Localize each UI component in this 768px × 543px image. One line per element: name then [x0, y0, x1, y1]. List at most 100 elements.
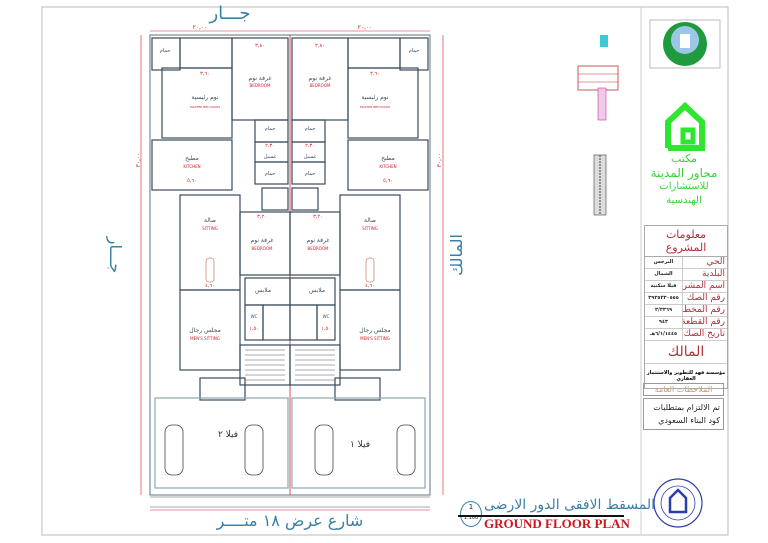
info-row: رقم المخطط ٣/٣٣٦٩ — [645, 305, 727, 317]
svg-text:مجلس رجال: مجلس رجال — [359, 327, 390, 334]
office-line-2: محاور المدينة — [650, 166, 718, 180]
info-label: الحي — [682, 257, 727, 268]
car-icon — [314, 424, 334, 476]
svg-text:SITTING: SITTING — [202, 226, 218, 231]
dim-right: ٣٠,٠٠ — [436, 153, 443, 168]
room-dimensions: ٣,٨٠ ٣,٨٠ ٣,٦٠ ٣,٦٠ ٥,٦٠ ٥,٦٠ ٢,٣٠ ٢,٣٠ … — [187, 43, 393, 332]
svg-text:BEDROOM: BEDROOM — [252, 246, 273, 251]
svg-text:حمام: حمام — [265, 171, 276, 177]
svg-text:BEDROOM: BEDROOM — [310, 83, 331, 88]
owner-name: مؤسسة فهد للتطوير والاستثمار العقاري — [646, 370, 726, 382]
info-label: رقم المخطط — [682, 305, 725, 316]
svg-text:BEDROOM: BEDROOM — [308, 246, 329, 251]
info-value: النرجس — [653, 259, 674, 265]
info-value: الشمال — [654, 271, 673, 277]
neighbor-right-label: المالك — [447, 234, 466, 276]
project-info-table: معلومات المشروع الحي النرجس البلدية الشمال… — [644, 225, 728, 389]
floor-plan — [149, 34, 431, 496]
svg-text:٤,٦٠: ٤,٦٠ — [205, 283, 215, 289]
svg-text:نوم رئيسية: نوم رئيسية — [361, 94, 388, 101]
svg-text:KITCHEN: KITCHEN — [379, 164, 396, 169]
notes-header: الملاحظات العامة — [643, 383, 724, 396]
svg-text:حمام: حمام — [409, 48, 420, 54]
svg-text:ملابس: ملابس — [309, 287, 325, 294]
svg-text:غرفة نوم: غرفة نوم — [309, 75, 332, 82]
general-notes: الملاحظات العامة تم الالتزام بمتطلبات كو… — [643, 383, 724, 430]
drawing-scale: 1:100 — [463, 515, 479, 521]
info-value: فيلا سكنية — [650, 283, 677, 289]
info-value: ٦/١/١٤٤٥هـ — [649, 331, 678, 337]
villa-2-label: فيلا ٢ — [218, 430, 238, 440]
svg-text:غرفة نوم: غرفة نوم — [251, 237, 274, 244]
dim-left: ٣٠,٠٠ — [135, 153, 142, 168]
svg-text:نوم رئيسية: نوم رئيسية — [191, 94, 218, 101]
info-row: اسم المشروع فيلا سكنية — [645, 281, 727, 293]
office-name: مكتب محاور المدينة للاستشارات الهندسية — [641, 152, 727, 208]
info-label: رقم الصك — [682, 293, 727, 304]
svg-text:غسيل: غسيل — [264, 154, 277, 160]
svg-text:٥,٦٠: ٥,٦٠ — [383, 178, 393, 184]
svg-text:٣,٨٠: ٣,٨٠ — [255, 43, 265, 49]
title-english: GROUND FLOOR PLAN — [484, 516, 630, 531]
svg-text:MASTER BED ROOM: MASTER BED ROOM — [190, 105, 220, 109]
dim-top-left: ٢٠,٠٠ — [193, 24, 208, 31]
svg-text:حمام: حمام — [160, 48, 171, 54]
info-row: رقم القطعة ٩٤٣ — [645, 317, 727, 329]
wall-section-details — [577, 35, 619, 216]
svg-text:٣,٢٠: ٣,٢٠ — [257, 214, 267, 220]
project-info-header: معلومات المشروع — [645, 226, 727, 257]
svg-text:٥,٦٠: ٥,٦٠ — [187, 178, 197, 184]
svg-text:مجلس رجال: مجلس رجال — [189, 327, 220, 334]
info-value: ٣٩٣٥٢٣٠٥٥٥ — [648, 295, 679, 301]
svg-text:SITTING: SITTING — [362, 226, 378, 231]
info-label: البلدية — [682, 269, 727, 280]
svg-text:حمام: حمام — [305, 171, 316, 177]
svg-text:غسيل: غسيل — [304, 154, 317, 160]
street-label: شارع عرض ١٨ متــــر — [216, 511, 364, 531]
svg-text:٢,٣٠: ٢,٣٠ — [305, 143, 315, 149]
dim-top-right: ٢٠,٠٠ — [358, 24, 373, 31]
title-arabic: المسقط الافقى الدور الارضى — [484, 497, 655, 513]
villa-1-label: فيلا ١ — [350, 440, 370, 450]
parking-cars — [164, 424, 416, 476]
svg-text:٣,٦٠: ٣,٦٠ — [200, 71, 210, 77]
svg-text:٣,٨٠: ٣,٨٠ — [315, 43, 325, 49]
svg-text:WC: WC — [323, 314, 330, 319]
car-icon — [164, 424, 184, 476]
svg-text:MEN'S SITTING: MEN'S SITTING — [360, 336, 390, 341]
room-labels: غرفة نوم BEDROOM غرفة نوم BEDROOM نوم رئ… — [160, 48, 420, 341]
info-label: تاريخ الصك — [682, 329, 725, 340]
svg-text:غرفة نوم: غرفة نوم — [307, 237, 330, 244]
info-value: ٩٤٣ — [658, 319, 669, 325]
notes-body: تم الالتزام بمتطلبات كود البناء السعودي — [643, 398, 724, 430]
svg-text:٢,٣٠: ٢,٣٠ — [265, 143, 275, 149]
svg-text:١,٥٠: ١,٥٠ — [249, 326, 259, 332]
info-label: رقم القطعة — [682, 317, 725, 328]
riyadh-municipality-logo — [649, 19, 721, 69]
title-underline — [458, 515, 624, 517]
svg-text:١,٥٠: ١,٥٠ — [321, 326, 331, 332]
svg-text:مطبخ: مطبخ — [185, 155, 199, 162]
svg-text:BEDROOM: BEDROOM — [250, 83, 271, 88]
svg-text:صالة: صالة — [204, 217, 216, 224]
room-label: غرفة نوم — [249, 75, 272, 82]
office-house-logo — [665, 101, 705, 151]
svg-text:٤,٦٠: ٤,٦٠ — [365, 283, 375, 289]
owner-label: المالك — [645, 341, 727, 364]
svg-text:مطبخ: مطبخ — [381, 155, 395, 162]
info-row: تاريخ الصك ٦/١/١٤٤٥هـ — [645, 329, 727, 341]
svg-text:حمام: حمام — [305, 126, 316, 132]
svg-text:ملابس: ملابس — [255, 287, 271, 294]
drawing-number-bubble: 1 1:100 — [460, 501, 482, 527]
svg-text:حمام: حمام — [265, 126, 276, 132]
info-label: اسم المشروع — [682, 281, 725, 292]
svg-text:٣,٢٠: ٣,٢٠ — [313, 214, 323, 220]
car-icon — [244, 424, 264, 476]
stairs — [245, 349, 335, 381]
svg-text:WC: WC — [251, 314, 258, 319]
info-value: ٣/٣٣٦٩ — [654, 307, 673, 313]
svg-text:KITCHEN: KITCHEN — [183, 164, 200, 169]
drawing-number: 1 — [468, 503, 474, 511]
